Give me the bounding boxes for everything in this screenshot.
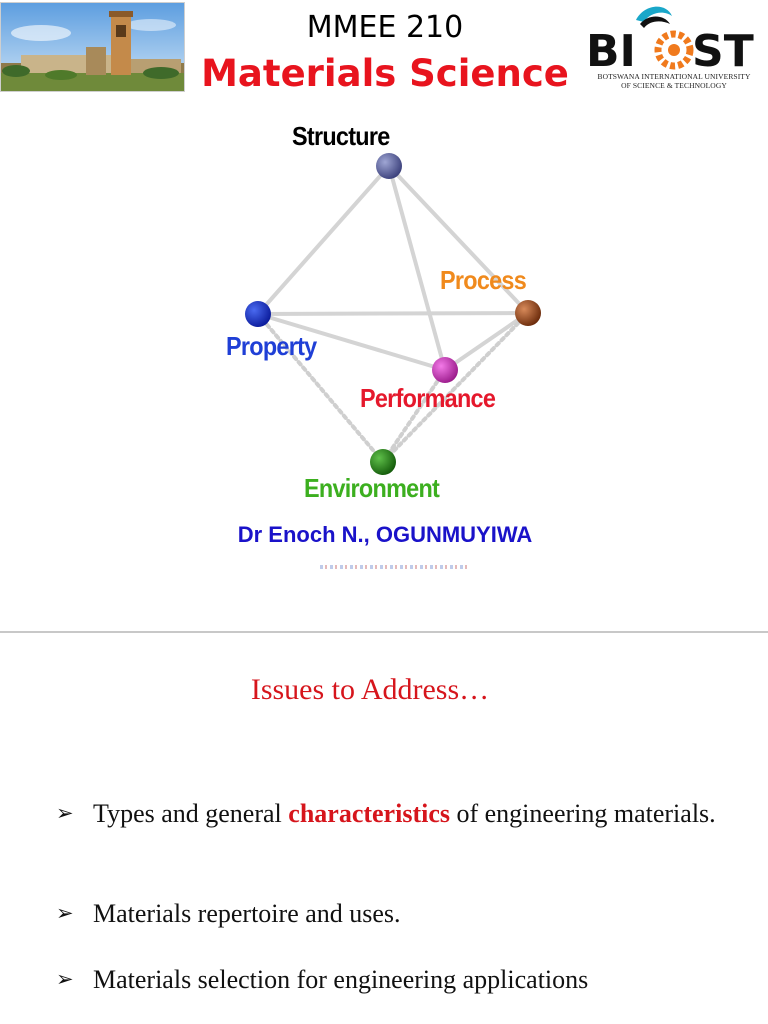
edge-property-environment xyxy=(256,312,385,464)
node-structure xyxy=(376,153,402,179)
node-property xyxy=(245,301,271,327)
arrow-bullet-icon: ➢ xyxy=(56,967,74,991)
edge-structure-process xyxy=(387,164,530,315)
edge-performance-environment xyxy=(381,368,447,464)
edge-property-process xyxy=(256,311,530,316)
bullet-text: Types and general characteristics of eng… xyxy=(93,797,736,830)
bullet-text-post: of engineering materials. xyxy=(449,799,716,828)
course-code: MMEE 210 xyxy=(306,10,464,45)
title-slide: MMEE 210 Materials Science BI ST BOTSWAN… xyxy=(0,2,764,569)
slide-divider xyxy=(0,631,768,633)
edge-process-environment xyxy=(381,311,530,464)
label-property: Property xyxy=(226,331,317,361)
node-performance xyxy=(432,357,458,383)
issues-title: Issues to Address… xyxy=(250,673,490,706)
edge-structure-performance xyxy=(387,164,447,372)
label-structure: Structure xyxy=(292,121,390,151)
label-process: Process xyxy=(440,265,527,295)
bullet-item: ➢ Materials repertoire and uses. xyxy=(56,897,736,930)
edge-performance-process xyxy=(443,311,530,372)
edge-structure-property xyxy=(256,164,391,316)
node-environment xyxy=(370,449,396,475)
label-environment: Environment xyxy=(304,473,440,503)
course-title: Materials Science xyxy=(201,52,569,95)
svg-text:BI: BI xyxy=(586,26,636,74)
edge-property-performance xyxy=(256,312,447,372)
logo-caption-line1: BOTSWANA INTERNATIONAL UNIVERSITY xyxy=(597,72,751,81)
bullet-text: Materials repertoire and uses. xyxy=(93,899,401,928)
arrow-bullet-icon: ➢ xyxy=(56,801,74,825)
bullet-text-pre: Types and general xyxy=(93,799,289,828)
issues-slide: Issues to Address… ➢ Types and general c… xyxy=(0,633,768,1024)
faint-footer-mark xyxy=(320,565,470,569)
svg-text:ST: ST xyxy=(692,26,754,74)
logo-caption-line2: OF SCIENCE & TECHNOLOGY xyxy=(621,81,727,90)
node-process xyxy=(515,300,541,326)
label-performance: Performance xyxy=(360,383,496,413)
biust-logo: BI ST BOTSWANA INTERNATIONAL UNIVERSITY … xyxy=(584,2,764,94)
diagram-dotted-edges xyxy=(256,311,530,464)
bullet-item: ➢ Materials selection for engineering ap… xyxy=(56,963,736,996)
campus-building-photo xyxy=(0,2,185,92)
bullet-item: ➢ Types and general characteristics of e… xyxy=(56,797,736,830)
tetrahedron-diagram: Structure Process Property Performance E… xyxy=(226,121,541,503)
arrow-bullet-icon: ➢ xyxy=(56,901,74,925)
author-name: Dr Enoch N., OGUNMUYIWA xyxy=(237,522,533,547)
bullet-highlight: characteristics xyxy=(288,799,450,828)
diagram-edges xyxy=(256,164,530,372)
bullet-text: Materials selection for engineering appl… xyxy=(93,965,589,994)
